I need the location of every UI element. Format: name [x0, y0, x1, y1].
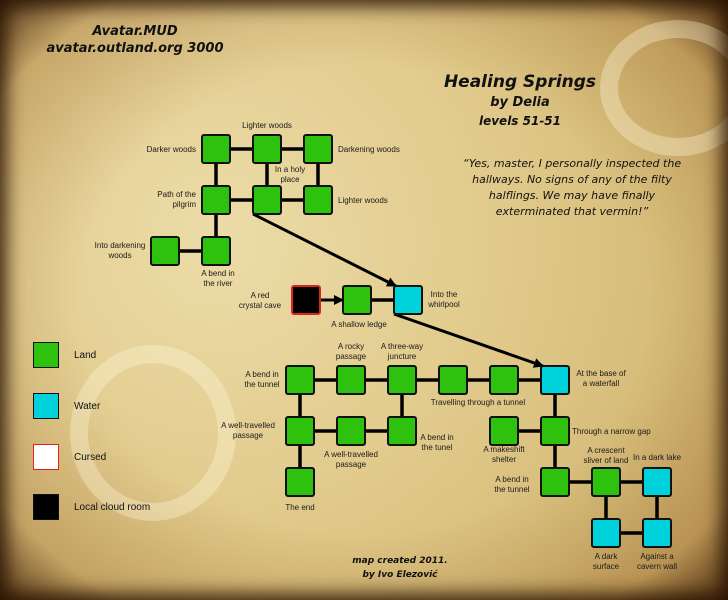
room-r11[interactable]	[393, 285, 423, 315]
legend-label: Land	[74, 349, 97, 361]
legend-label: Water	[74, 400, 101, 412]
cloud-swatch-icon	[33, 494, 59, 520]
one-way-exit-arrow	[393, 312, 544, 368]
one-way-exit-arrow	[252, 212, 397, 288]
room-r17[interactable]	[540, 365, 570, 395]
land-swatch-icon	[33, 342, 59, 368]
room-r26[interactable]	[642, 467, 672, 497]
room-r9[interactable]	[291, 285, 321, 315]
room-r28[interactable]	[642, 518, 672, 548]
room-r5[interactable]	[252, 185, 282, 215]
legend-item-water: Water	[33, 392, 100, 420]
room-label: Travelling through a tunnel	[431, 398, 526, 407]
room-r27[interactable]	[591, 518, 621, 548]
room-r25[interactable]	[591, 467, 621, 497]
room-r12[interactable]	[285, 365, 315, 395]
room-label: Lighter woods	[242, 121, 292, 130]
legend-item-cursed: Cursed	[33, 443, 106, 471]
room-r2[interactable]	[252, 134, 282, 164]
room-r23[interactable]	[540, 416, 570, 446]
credit-line-1: map created 2011.	[352, 556, 448, 566]
room-label: Through a narrow gap	[572, 427, 651, 436]
zone-author: by Delia	[490, 95, 550, 110]
room-r4[interactable]	[201, 185, 231, 215]
water-swatch-icon	[33, 393, 59, 419]
cursed-swatch-icon	[33, 444, 59, 470]
room-r8[interactable]	[201, 236, 231, 266]
room-r18[interactable]	[285, 416, 315, 446]
room-r22[interactable]	[489, 416, 519, 446]
room-r16[interactable]	[489, 365, 519, 395]
room-r21[interactable]	[285, 467, 315, 497]
legend-item-cloud: Local cloud room	[33, 493, 150, 521]
mud-address: avatar.outland.org 3000	[46, 41, 224, 56]
room-label: Darkening woods	[338, 145, 400, 154]
room-r20[interactable]	[387, 416, 417, 446]
room-label: In a dark lake	[633, 453, 682, 462]
room-r14[interactable]	[387, 365, 417, 395]
room-r15[interactable]	[438, 365, 468, 395]
room-r24[interactable]	[540, 467, 570, 497]
room-r19[interactable]	[336, 416, 366, 446]
room-label: The end	[285, 503, 314, 512]
one-way-exits	[252, 212, 544, 368]
exit-lines	[165, 147, 659, 535]
room-r13[interactable]	[336, 365, 366, 395]
room-label: A shallow ledge	[331, 320, 387, 329]
room-label: Darker woods	[147, 145, 196, 154]
room-r10[interactable]	[342, 285, 372, 315]
room-r7[interactable]	[150, 236, 180, 266]
legend-label: Local cloud room	[74, 501, 151, 513]
room-r1[interactable]	[201, 134, 231, 164]
rooms	[150, 134, 672, 548]
room-label: Lighter woods	[338, 196, 388, 205]
legend-item-land: Land	[33, 341, 96, 369]
credit-line-2: by Ivo Elezović	[362, 570, 438, 580]
zone-levels: levels 51-51	[478, 114, 562, 128]
room-r6[interactable]	[303, 185, 333, 215]
zone-quote: “Yes, master, I personally inspected the…	[462, 157, 682, 218]
room-r3[interactable]	[303, 134, 333, 164]
mud-name: Avatar.MUD	[92, 24, 178, 39]
legend-label: Cursed	[74, 451, 107, 463]
zone-title: Healing Springs	[443, 72, 597, 92]
